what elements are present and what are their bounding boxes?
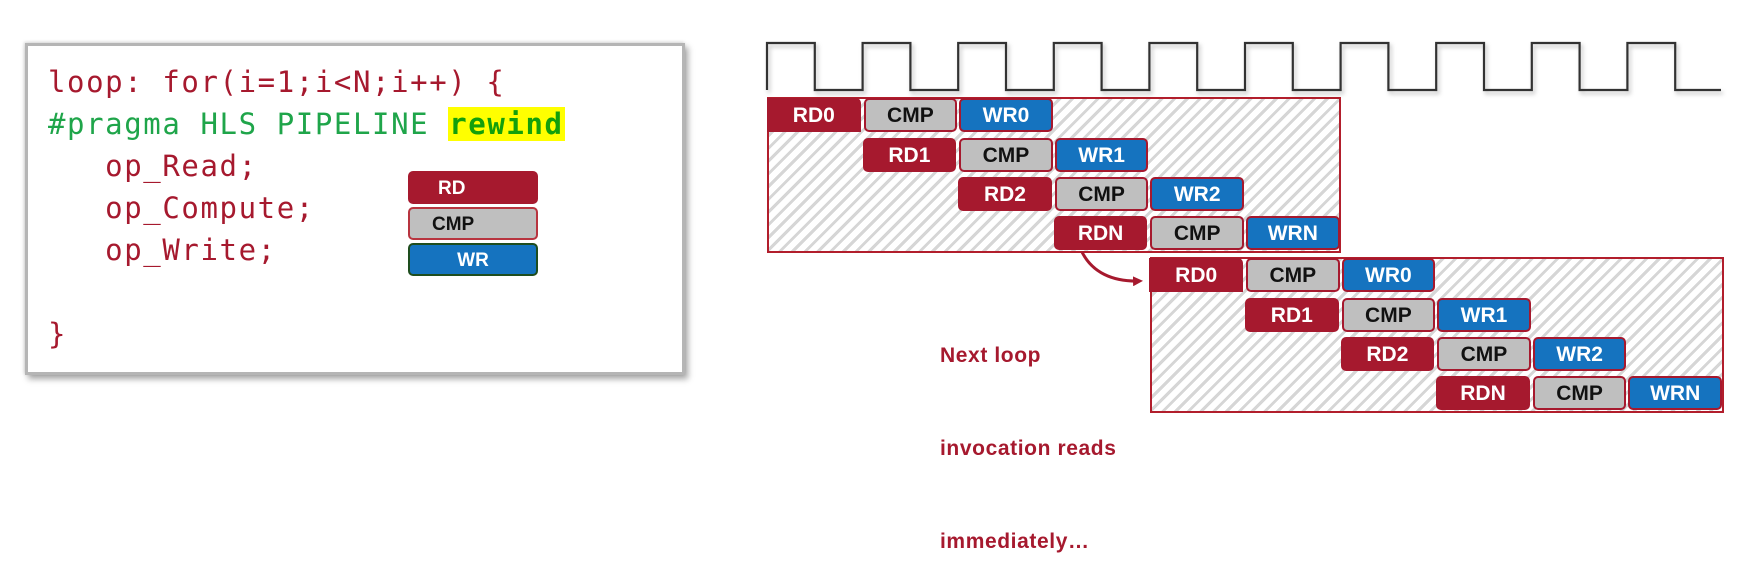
stage-compute-inv1-iter2: CMP — [959, 138, 1053, 172]
stage-write-inv1-iter1: WR0 — [959, 98, 1053, 132]
stage-read-inv2-iter1: RD0 — [1149, 258, 1243, 292]
annotation-line-2: invocation reads — [940, 437, 1117, 460]
stage-write-inv2-iter1: WR0 — [1341, 258, 1436, 292]
diagram-overlay — [765, 41, 1721, 287]
next-invocation-arrow — [1080, 251, 1143, 287]
annotation-text: Next loop invocation reads immediately… — [940, 278, 1116, 588]
stage-read-inv1-iter4: RDN — [1053, 216, 1148, 250]
stage-compute-inv2-iter2: CMP — [1341, 298, 1436, 332]
stage-write-inv1-iter2: WR1 — [1054, 138, 1149, 172]
code-line-op-read: op_Read; — [48, 149, 258, 183]
stage-read-inv2-iter4: RDN — [1436, 376, 1530, 410]
stage-compute-inv2-iter3: CMP — [1437, 337, 1531, 371]
stage-write-inv2-iter2: WR1 — [1437, 298, 1531, 332]
stage-compute-inv1-iter1: CMP — [863, 98, 958, 132]
stage-write-inv2-iter4: WRN — [1628, 376, 1722, 410]
legend-compute: CMP — [408, 207, 538, 240]
code-line-close-brace: } — [48, 317, 68, 351]
stage-compute-inv2-iter4: CMP — [1532, 376, 1627, 410]
stage-compute-inv1-iter4: CMP — [1150, 216, 1244, 250]
legend-write: WR — [408, 243, 538, 276]
stage-compute-inv2-iter1: CMP — [1246, 258, 1340, 292]
clock-waveform — [765, 41, 1721, 92]
code-line-loop: loop: for(i=1;i<N;i++) { — [48, 65, 506, 99]
annotation-line-1: Next loop — [940, 344, 1042, 367]
code-panel: loop: for(i=1;i<N;i++) { #pragma HLS PIP… — [25, 43, 685, 375]
annotation-line-3: immediately… — [940, 530, 1090, 553]
stage-read-inv1-iter1: RD0 — [767, 98, 861, 132]
pragma-text: #pragma HLS PIPELINE — [48, 107, 449, 141]
rewind-highlight: rewind — [448, 107, 565, 141]
stage-read-inv1-iter3: RD2 — [958, 177, 1052, 211]
stage-write-inv1-iter4: WRN — [1246, 216, 1340, 250]
stage-read-inv2-iter2: RD1 — [1245, 298, 1339, 332]
code-line-op-write: op_Write; — [48, 233, 277, 267]
stage-write-inv2-iter3: WR2 — [1532, 337, 1627, 371]
code-line-op-compute: op_Compute; — [48, 191, 315, 225]
stage-read-inv1-iter2: RD1 — [862, 138, 957, 172]
legend-read: RD — [408, 171, 538, 204]
stage-read-inv2-iter3: RD2 — [1340, 337, 1435, 371]
stage-write-inv1-iter3: WR2 — [1150, 177, 1244, 211]
stage-compute-inv1-iter3: CMP — [1054, 177, 1149, 211]
code-line-pragma: #pragma HLS PIPELINE rewind — [48, 107, 565, 141]
